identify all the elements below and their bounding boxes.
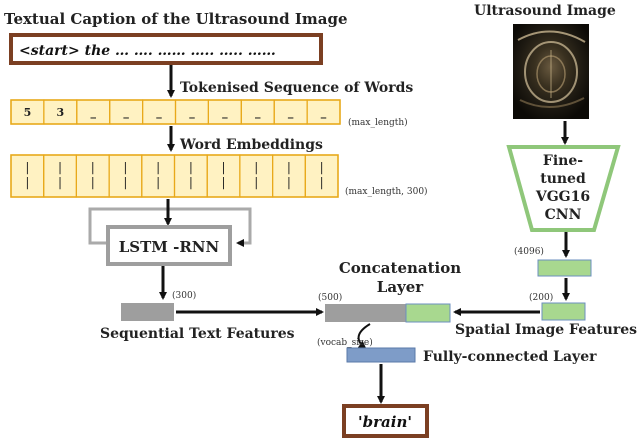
cnn-line-2: tuned: [540, 171, 586, 187]
caption-title: Textual Caption of the Ultrasound Image: [4, 10, 348, 28]
embedding-cell-bar: |: [25, 175, 29, 189]
embedding-cell-bar: |: [287, 160, 291, 174]
lstm-label: LSTM -RNN: [119, 238, 220, 256]
image-feature-4096-block: [537, 259, 592, 277]
embedding-cell-bar: |: [123, 160, 127, 174]
lstm-block: [106, 225, 232, 266]
lstm-recurrent-loop: [88, 207, 252, 247]
cnn-block: [506, 145, 621, 232]
cnn-line-3: VGG16: [535, 189, 590, 205]
token-cell-value: 5: [24, 106, 32, 119]
concat-image-part: [405, 303, 451, 323]
arrow-concat-to-fc: [357, 323, 371, 350]
embedding-cell-bar: |: [320, 175, 324, 189]
embedding-cell-bar: |: [25, 160, 29, 174]
embedding-cell-bar: |: [222, 160, 226, 174]
embedding-cell: [304, 154, 339, 198]
embedding-cell-bar: |: [156, 175, 160, 189]
token-cell-value: _: [255, 106, 261, 120]
token-cells: 5 3 _ _ _ _ _ _ _ _: [10, 99, 341, 125]
concat-text-part: [325, 304, 406, 322]
embedding-cell-bar: |: [287, 175, 291, 189]
embedding-cell-bar: |: [189, 160, 193, 174]
caption-box-text: <start> the … …. …… ….. ….. ……: [19, 43, 276, 59]
token-cell-value: 3: [57, 106, 65, 119]
dim-300-label: (300): [172, 290, 196, 301]
embedding-cell-bar: |: [123, 175, 127, 189]
image-feature-200-block: [541, 302, 586, 321]
token-cell-value: _: [156, 106, 162, 120]
embedding-cell-bar: |: [58, 160, 62, 174]
text-feature-block: [121, 303, 174, 321]
embedding-cell-bar: |: [91, 160, 95, 174]
cnn-line-4: CNN: [545, 207, 582, 223]
sequential-text-features-label: Sequential Text Features: [100, 326, 295, 342]
dim-200-label: (200): [529, 292, 553, 303]
token-cell-value: _: [123, 106, 129, 120]
vocab-size-label: (vocab_size): [317, 337, 373, 348]
ultrasound-image: [513, 24, 589, 119]
max-length-label: (max_length): [348, 117, 408, 128]
token-row: 5 3 _ _ _ _ _ _ _ _: [10, 99, 341, 125]
token-cell-value: _: [189, 106, 195, 120]
embedding-shape-label: (max_length, 300): [345, 186, 428, 197]
embedding-cells: ||||||||||||||||||||: [10, 154, 339, 198]
fc-layer-block: [346, 347, 416, 363]
embedding-row: ||||||||||||||||||||: [10, 154, 339, 198]
embedding-cell-bar: |: [156, 160, 160, 174]
embedding-cell-bar: |: [254, 160, 258, 174]
ultrasound-title: Ultrasound Image: [474, 3, 616, 19]
token-cell-value: _: [288, 106, 294, 120]
tokenised-label: Tokenised Sequence of Words: [180, 80, 413, 96]
caption-box: [9, 33, 323, 65]
token-cell-value: _: [222, 106, 228, 120]
token-cell-value: _: [321, 106, 327, 120]
concat-label-line-1: Concatenation: [339, 259, 461, 277]
concat-label-line-2: Layer: [377, 278, 425, 296]
output-word: 'brain': [358, 413, 412, 431]
embedding-cell-bar: |: [58, 175, 62, 189]
embedding-cell-bar: |: [254, 175, 258, 189]
spatial-image-features-label: Spatial Image Features: [455, 322, 637, 338]
embedding-cell-bar: |: [320, 160, 324, 174]
fc-layer-label: Fully-connected Layer: [423, 349, 597, 365]
token-cell: [306, 99, 341, 125]
cnn-line-1: Fine-: [543, 153, 583, 169]
embedding-cell-bar: |: [91, 175, 95, 189]
dim-4096-label: (4096): [514, 246, 544, 257]
token-cell-value: _: [91, 106, 97, 120]
word-embeddings-label: Word Embeddings: [179, 137, 323, 153]
embedding-cell-bar: |: [189, 175, 193, 189]
dim-500-label: (500): [318, 292, 342, 303]
output-box: [342, 404, 429, 438]
embedding-cell-bar: |: [222, 175, 226, 189]
